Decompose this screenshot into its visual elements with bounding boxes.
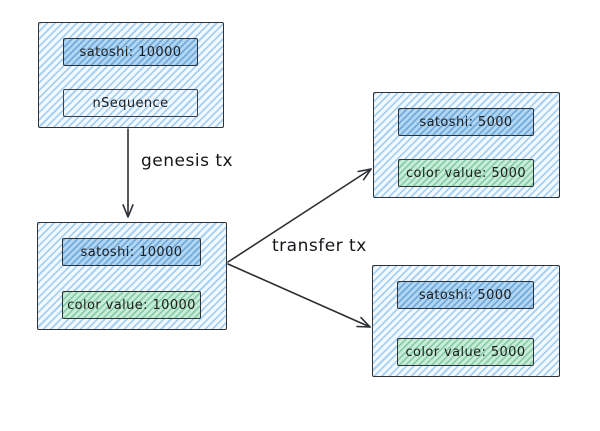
field-satoshi: satoshi: 10000 (63, 38, 198, 66)
field-satoshi-label: satoshi: 10000 (79, 44, 182, 60)
transfer-arrow-lower (227, 263, 371, 328)
field-satoshi-label: satoshi: 10000 (80, 244, 183, 260)
field-nsequence-label: nSequence (92, 95, 169, 111)
label-genesis-tx: genesis tx (141, 151, 234, 171)
field-satoshi: satoshi: 5000 (397, 281, 534, 309)
field-satoshi-label: satoshi: 5000 (419, 114, 513, 130)
field-nsequence: nSequence (63, 89, 198, 117)
genesis-arrow (122, 128, 134, 218)
node-genesis-output: satoshi: 10000 color value: 10000 (37, 222, 227, 330)
field-color-value-label: color value: 10000 (67, 297, 196, 313)
field-color-value: color value: 10000 (62, 291, 201, 319)
node-genesis-input: satoshi: 10000 nSequence (38, 22, 224, 128)
field-satoshi: satoshi: 5000 (398, 108, 534, 136)
field-satoshi: satoshi: 10000 (62, 238, 201, 266)
field-color-value-label: color value: 5000 (405, 165, 527, 181)
label-transfer-tx: transfer tx (272, 236, 367, 256)
field-color-value: color value: 5000 (397, 338, 534, 366)
field-color-value-label: color value: 5000 (405, 344, 526, 360)
field-satoshi-label: satoshi: 5000 (418, 287, 513, 303)
field-color-value: color value: 5000 (398, 159, 534, 187)
node-transfer-output-bottom: satoshi: 5000 color value: 5000 (372, 265, 560, 377)
node-transfer-output-top: satoshi: 5000 color value: 5000 (373, 92, 560, 198)
